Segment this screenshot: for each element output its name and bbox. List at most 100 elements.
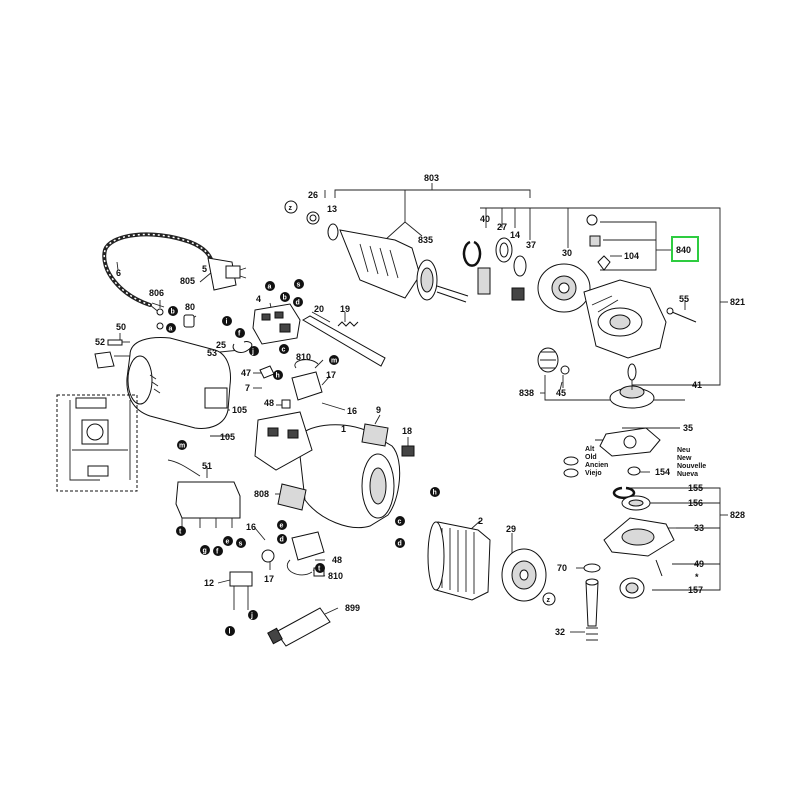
new-line-4: Nueva	[677, 471, 698, 478]
label-840: 840	[676, 245, 691, 255]
svg-text:z: z	[289, 205, 293, 212]
svg-text:l: l	[229, 629, 231, 636]
label-805: 805	[180, 276, 195, 286]
label-41: 41	[692, 380, 702, 390]
label-810-lower: 810	[328, 571, 343, 581]
marker-s-switch: s	[294, 279, 304, 289]
cover-plate-35	[599, 427, 661, 457]
label-48-lower: 48	[332, 555, 342, 565]
label-17-lower: 17	[264, 574, 274, 584]
label-14: 14	[510, 230, 520, 240]
label-27: 27	[497, 222, 507, 232]
label-48-upper: 48	[264, 398, 274, 408]
marker-g-capacitor: g	[200, 545, 210, 555]
suppressor-12	[229, 571, 253, 610]
marker-d-switch: d	[293, 297, 303, 307]
label-105a: 105	[232, 405, 247, 415]
marker-h-armature: h	[430, 487, 440, 497]
label-821: 821	[730, 297, 745, 307]
svg-text:m: m	[331, 358, 337, 365]
marker-e-capacitor: e	[223, 536, 233, 546]
svg-text:s: s	[239, 541, 243, 548]
label-18: 18	[402, 426, 412, 436]
marker-m-capacitor: m	[177, 440, 187, 450]
grease-tube-899	[267, 607, 331, 647]
label-17-upper: 17	[326, 370, 336, 380]
label-157: 157	[688, 585, 703, 595]
label-50: 50	[116, 322, 126, 332]
label-104: 104	[624, 251, 639, 261]
label-33: 33	[694, 523, 704, 533]
label-1: 1	[341, 424, 346, 434]
marker-i-switch: i	[222, 316, 232, 326]
spindle-stack	[603, 486, 675, 599]
label-47: 47	[241, 368, 251, 378]
bearing-ring-parts	[462, 237, 527, 301]
svg-text:g: g	[203, 548, 207, 555]
marker-d-brush: d	[277, 534, 287, 544]
marker-s-capacitor: s	[236, 538, 246, 548]
label-13: 13	[327, 204, 337, 214]
label-35: 35	[683, 423, 693, 433]
marker-a-switch: a	[265, 281, 275, 291]
label-55: 55	[679, 294, 689, 304]
armature-2	[427, 521, 491, 601]
label-9: 9	[376, 405, 381, 415]
marker-b-switch: b	[280, 292, 290, 302]
label-53: 53	[207, 348, 217, 358]
marker-f-switch: f	[235, 328, 245, 338]
label-835: 835	[418, 235, 433, 245]
label-49: 49	[694, 559, 704, 569]
label-40: 40	[480, 214, 490, 224]
label-12: 12	[204, 578, 214, 588]
leader-lines	[114, 183, 728, 633]
brush-holder-lower	[261, 531, 325, 577]
label-154: 154	[655, 467, 670, 477]
label-16-lower: 16	[246, 522, 256, 532]
marker-a-80: a	[166, 323, 176, 333]
label-26: 26	[308, 190, 318, 200]
svg-text:i: i	[226, 319, 228, 326]
label-19: 19	[340, 304, 350, 314]
brush-holder-upper	[259, 359, 323, 409]
marker-m-upper: m	[329, 355, 339, 365]
bevel-gear-41	[609, 363, 655, 409]
svg-text:d: d	[280, 537, 284, 544]
svg-text:b: b	[283, 295, 287, 302]
gear-housing	[583, 279, 667, 359]
version-note: Alt Old Ancien Viejo Neu New Nouvelle Nu…	[585, 446, 706, 582]
label-156: 156	[688, 498, 703, 508]
alt-line-1: Alt	[585, 446, 595, 453]
spindle-lock-parts	[586, 214, 611, 271]
highlight-box-840	[671, 236, 699, 262]
label-16-upper: 16	[347, 406, 357, 416]
marker-b-806: b	[168, 306, 178, 316]
svg-text:d: d	[296, 300, 300, 307]
label-899: 899	[345, 603, 360, 613]
svg-text:h: h	[433, 490, 437, 497]
label-29: 29	[506, 524, 516, 534]
wiring-schematic	[56, 394, 138, 492]
label-838: 838	[519, 388, 534, 398]
label-32: 32	[555, 627, 565, 637]
part-labels: 803 26 13 835 40 27 14 37 30 840 104 821…	[95, 173, 745, 637]
bearing-flange	[537, 263, 591, 313]
svg-text:f: f	[238, 331, 241, 338]
marker-l-suppressor: l	[225, 626, 235, 636]
nameplate-9	[361, 423, 415, 457]
fan-29	[501, 548, 547, 602]
svg-text:m: m	[179, 443, 185, 450]
new-line-1: Neu	[677, 447, 690, 454]
label-2: 2	[478, 516, 483, 526]
label-7: 7	[245, 383, 250, 393]
marker-z-top: z	[284, 200, 298, 214]
marker-z-bottom: z	[542, 592, 556, 606]
marker-j-suppressor: j	[248, 610, 258, 620]
svg-text:f: f	[216, 549, 219, 556]
label-155: 155	[688, 483, 703, 493]
side-handle-bolt	[94, 339, 130, 369]
svg-text:j: j	[250, 613, 253, 620]
svg-text:s: s	[297, 282, 301, 289]
marker-e-brush: e	[277, 520, 287, 530]
svg-text:c: c	[398, 519, 402, 526]
